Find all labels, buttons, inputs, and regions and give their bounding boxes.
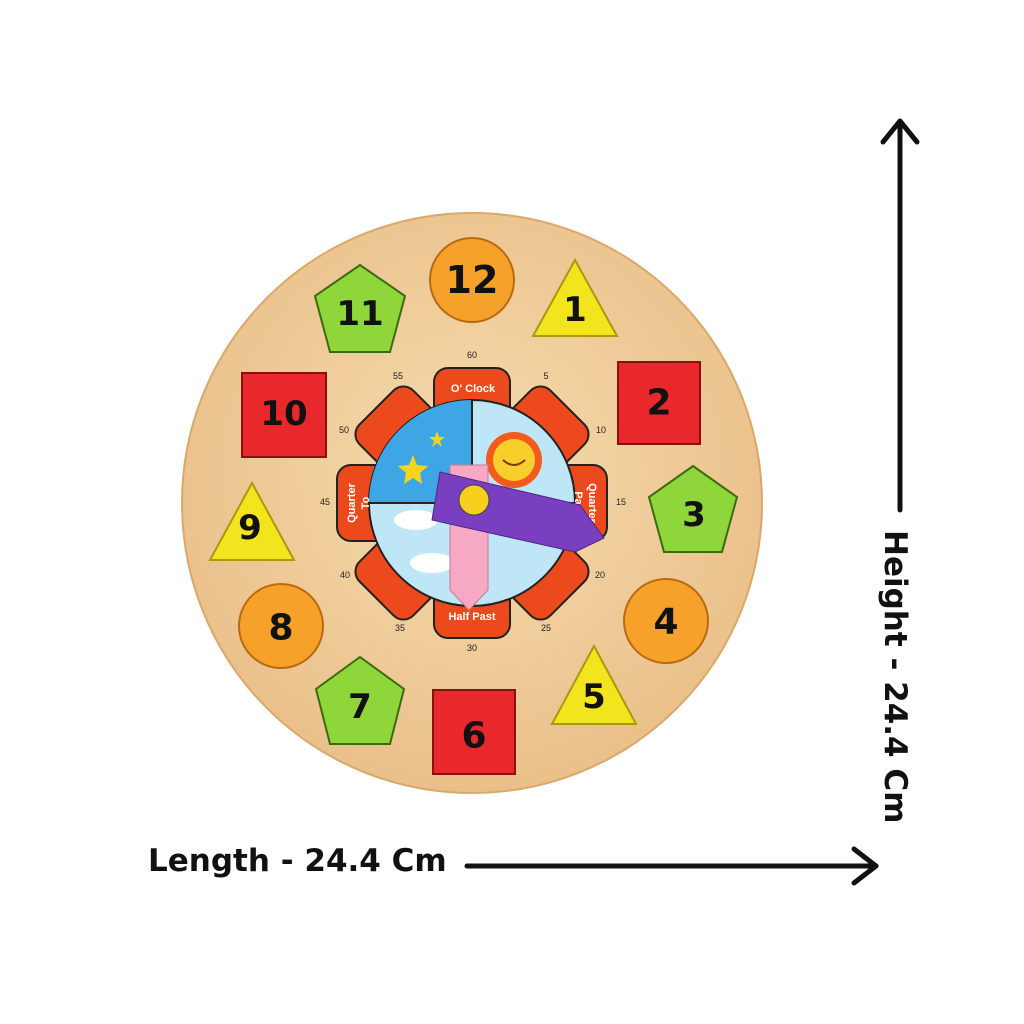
height-label: Height - 24.4 Cm xyxy=(877,530,913,824)
label-quarter-to-1: Quarter xyxy=(346,482,358,522)
number-label: 5 xyxy=(582,677,606,717)
number-label: 11 xyxy=(336,294,383,334)
minute-tick: 20 xyxy=(595,570,605,580)
number-piece-11[interactable]: 11 xyxy=(313,263,407,353)
number-piece-9[interactable]: 9 xyxy=(208,480,296,561)
minute-tick: 30 xyxy=(467,643,477,653)
number-piece-5[interactable]: 5 xyxy=(550,643,638,725)
length-arrow xyxy=(464,846,879,886)
minute-tick: 5 xyxy=(543,371,548,381)
number-piece-4[interactable]: 4 xyxy=(623,578,709,664)
minute-tick: 15 xyxy=(616,497,626,507)
number-label: 10 xyxy=(260,394,307,434)
number-label: 1 xyxy=(563,290,587,330)
label-quarter-to-2: To xyxy=(360,496,372,509)
number-label: 12 xyxy=(446,258,499,302)
length-label: Length - 24.4 Cm xyxy=(148,843,447,879)
number-label: 7 xyxy=(348,687,372,727)
minute-tick: 45 xyxy=(320,497,330,507)
hand-pivot xyxy=(458,484,490,516)
number-piece-1[interactable]: 1 xyxy=(531,257,619,337)
sun-icon xyxy=(486,432,542,488)
minute-tick: 40 xyxy=(340,570,350,580)
number-piece-3[interactable]: 3 xyxy=(647,464,739,553)
number-label: 3 xyxy=(682,495,706,535)
star-icon xyxy=(429,431,445,447)
label-quarter-past-1: Quarter xyxy=(586,483,598,523)
star-icon xyxy=(398,455,428,484)
label-o-clock: O' Clock xyxy=(451,383,496,395)
minute-tick: 10 xyxy=(596,425,606,435)
minute-tick: 55 xyxy=(393,371,403,381)
minute-tick: 60 xyxy=(467,350,477,360)
minute-tick: 25 xyxy=(541,623,551,633)
label-half-past: Half Past xyxy=(448,611,495,623)
number-piece-6[interactable]: 6 xyxy=(432,689,516,775)
minute-tick: 35 xyxy=(395,623,405,633)
number-label: 4 xyxy=(653,602,678,643)
number-piece-7[interactable]: 7 xyxy=(314,655,406,745)
number-piece-8[interactable]: 8 xyxy=(238,583,324,669)
number-piece-10[interactable]: 10 xyxy=(241,372,327,458)
number-piece-12[interactable]: 12 xyxy=(429,237,515,323)
number-label: 2 xyxy=(646,383,671,424)
height-arrow xyxy=(880,118,920,513)
minute-tick: 50 xyxy=(339,425,349,435)
cloud-icon xyxy=(394,510,454,573)
number-label: 6 xyxy=(461,716,486,757)
number-label: 9 xyxy=(238,508,262,548)
number-piece-2[interactable]: 2 xyxy=(617,361,701,445)
minute-ticks: 60 5 10 15 20 25 30 35 40 45 50 55 xyxy=(320,350,626,653)
number-label: 8 xyxy=(268,608,293,649)
